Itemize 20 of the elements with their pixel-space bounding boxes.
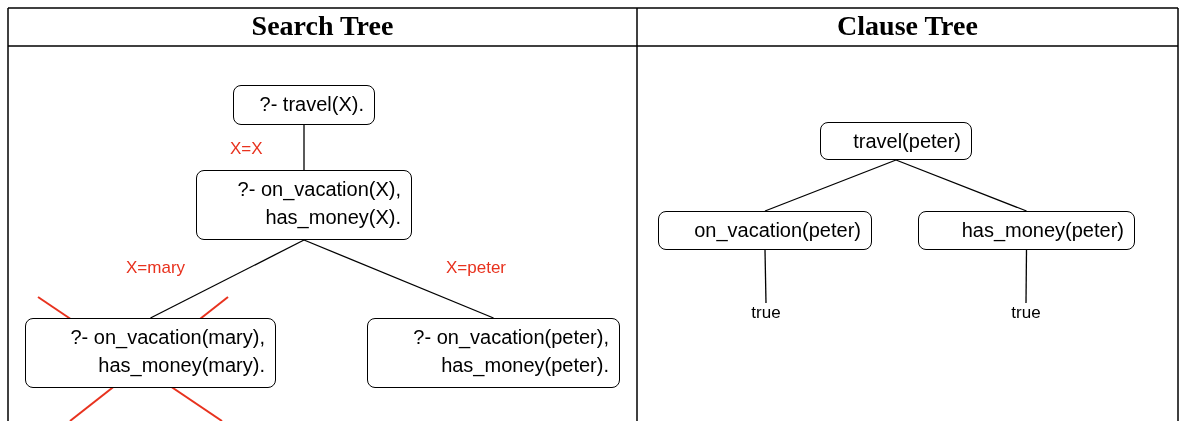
column-header: Clause Tree (836, 10, 979, 42)
edge-label: X=peter (444, 258, 508, 278)
connector-line (1025, 249, 1028, 304)
connector-line (764, 159, 897, 212)
connector-line (764, 249, 767, 304)
goal-box: ?- travel(X). (233, 85, 375, 125)
goal-box: ?- on_vacation(mary), has_money(mary). (25, 318, 276, 388)
connector-line (895, 159, 1028, 212)
connector-line (303, 239, 495, 319)
goal-box: travel(peter) (820, 122, 972, 160)
result-text: true (1003, 303, 1049, 327)
goal-box: has_money(peter) (918, 211, 1135, 250)
goal-box: ?- on_vacation(X), has_money(X). (196, 170, 412, 240)
goal-box: ?- on_vacation(peter), has_money(peter). (367, 318, 620, 388)
edge-label: X=mary (124, 258, 188, 278)
connector-line (303, 124, 305, 171)
column-header: Search Tree (250, 10, 395, 42)
connector-line (149, 239, 305, 319)
goal-box: on_vacation(peter) (658, 211, 872, 250)
result-text: true (743, 303, 789, 327)
